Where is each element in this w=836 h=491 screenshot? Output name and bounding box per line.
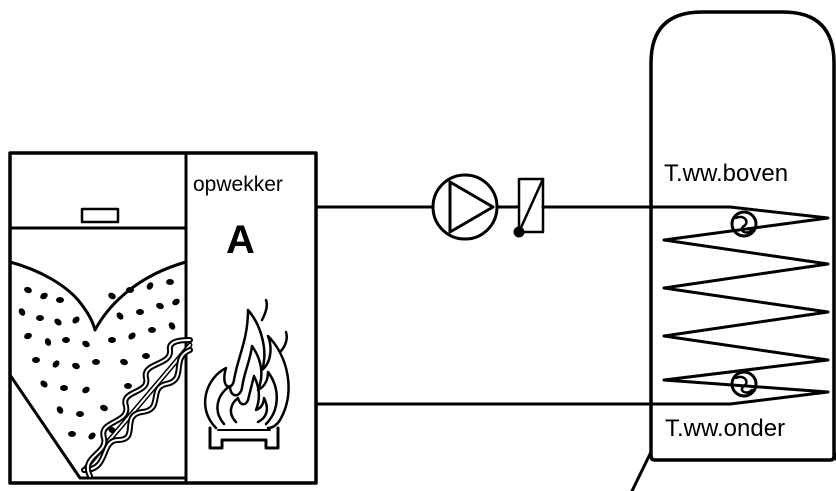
temperature-sensor-bottom-icon <box>730 370 758 398</box>
wood-pellets <box>18 279 180 440</box>
flame-icon <box>203 298 290 430</box>
burner <box>208 426 280 450</box>
heater-label: opwekker <box>193 173 283 196</box>
auger-screw <box>81 337 193 479</box>
pipes <box>314 205 732 406</box>
pump-icon <box>431 173 499 241</box>
check-valve-icon <box>513 177 545 238</box>
pellet-hopper <box>8 260 188 480</box>
temperature-sensor-top-icon <box>730 210 758 238</box>
heater-id: A <box>226 218 255 262</box>
heat-exchanger-coil <box>662 205 830 406</box>
sensor-bottom-label: T.ww.onder <box>665 415 786 442</box>
inspection-hatch <box>80 207 120 224</box>
storage-tank <box>630 10 836 491</box>
sensor-top-label: T.ww.boven <box>664 160 789 187</box>
pellet-boiler <box>8 151 318 485</box>
